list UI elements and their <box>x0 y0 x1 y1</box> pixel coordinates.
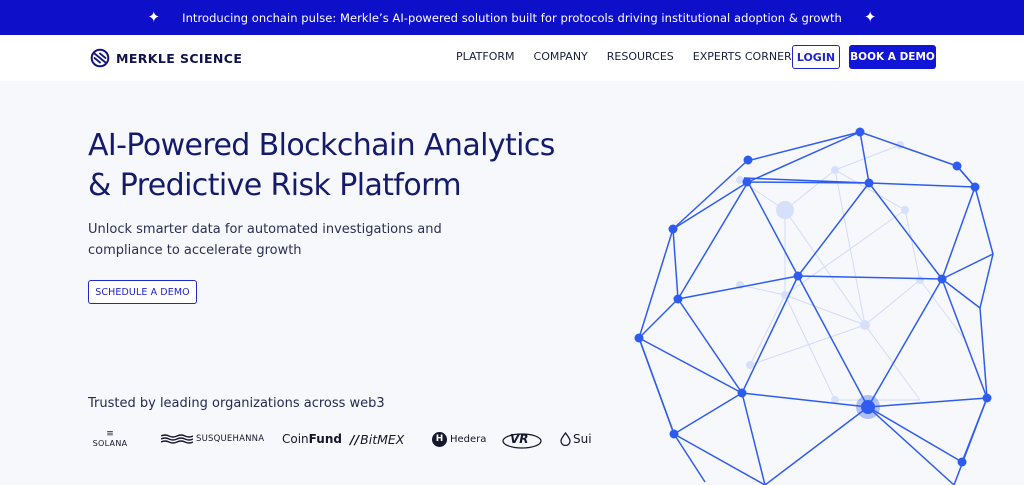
solana-name: SOLANA <box>92 439 128 448</box>
sui-logo: Sui <box>560 427 592 451</box>
brand-logo[interactable]: MERKLE SCIENCE <box>90 48 242 68</box>
nav-platform[interactable]: PLATFORM <box>456 50 515 63</box>
sui-name: Sui <box>573 432 592 446</box>
sparkle-icon-right: ✦ <box>863 8 877 26</box>
vr-name: VR <box>510 432 529 446</box>
nav-experts-corner[interactable]: EXPERTS CORNER <box>692 50 792 63</box>
coinfund-name-part-2: Fund <box>308 432 342 446</box>
hero-title-line-1: AI-Powered Blockchain Analytics <box>88 128 555 163</box>
hedera-name: Hedera <box>450 433 487 445</box>
bitmex-name: BitMEX <box>360 431 405 447</box>
solana-logo: ≡ SOLANA <box>88 427 132 451</box>
solana-icon: ≡ <box>106 429 114 439</box>
hedera-logo: H Hedera <box>432 427 486 451</box>
nav-resources[interactable]: RESOURCES <box>606 50 674 63</box>
trusted-heading: Trusted by leading organizations across … <box>88 396 385 411</box>
announcement-text[interactable]: Introducing onchain pulse: Merkle’s AI-p… <box>182 10 842 25</box>
vr-swoosh-icon <box>502 433 542 449</box>
hero-title-line-2: & Predictive Risk Platform <box>88 168 462 203</box>
announcement-banner[interactable]: ✦ Introducing onchain pulse: Merkle’s AI… <box>0 0 1024 35</box>
susquehanna-waves-icon <box>161 434 193 444</box>
schedule-demo-button[interactable]: SCHEDULE A DEMO <box>88 280 197 304</box>
susquehanna-name: SUSQUEHANNA <box>196 434 265 444</box>
bitmex-logo: // BitMEX <box>350 427 404 451</box>
merkle-science-logo-icon <box>90 48 110 68</box>
book-demo-button[interactable]: BOOK A DEMO <box>849 45 936 69</box>
coinfund-name-part-1: Coin <box>282 432 309 446</box>
globe-front-nodes <box>634 127 992 467</box>
globe-back-nodes <box>736 141 924 404</box>
susquehanna-logo: SUSQUEHANNA <box>161 427 264 451</box>
network-globe-illustration <box>634 127 994 485</box>
brand-name: MERKLE SCIENCE <box>116 50 243 66</box>
hedera-h-icon: H <box>432 431 447 447</box>
bitmex-slash-icon: // <box>350 431 360 447</box>
vr-logo: VR <box>502 427 542 451</box>
login-button[interactable]: LOGIN <box>792 45 840 69</box>
hero-title: AI-Powered Blockchain Analytics & Predic… <box>88 126 555 206</box>
nav-menu: PLATFORM COMPANY RESOURCES EXPERTS CORNE… <box>456 50 811 63</box>
sui-drop-icon <box>560 432 571 446</box>
sparkle-icon-left: ✦ <box>147 8 161 26</box>
hero-subtitle: Unlock smarter data for automated invest… <box>88 219 442 261</box>
hero-subtitle-line-1: Unlock smarter data for automated invest… <box>88 222 442 237</box>
top-navigation: MERKLE SCIENCE PLATFORM COMPANY RESOURCE… <box>0 35 1024 81</box>
hero-subtitle-line-2: compliance to accelerate growth <box>88 243 302 258</box>
nav-company[interactable]: COMPANY <box>533 50 588 63</box>
